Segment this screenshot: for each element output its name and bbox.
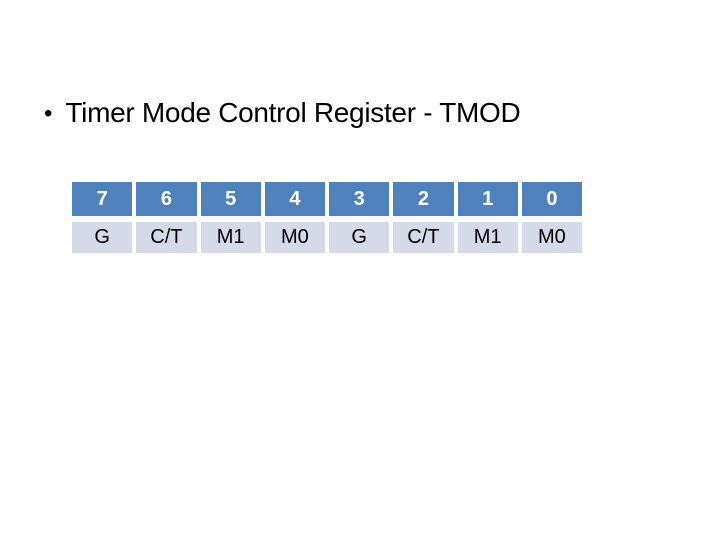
bullet-point-icon: • [44, 100, 53, 127]
bit-number-cell-2: 2 [393, 182, 454, 216]
tmod-register-table: 7 6 5 4 3 2 1 0 G C/T M1 M0 G C/T M1 M0 [72, 182, 582, 253]
bit-number-cell-6: 6 [136, 182, 197, 216]
bit-number-cell-4: 4 [264, 182, 325, 216]
bit-number-cell-7: 7 [72, 182, 133, 216]
bit-number-cell-5: 5 [200, 182, 261, 216]
bit-number-cell-1: 1 [457, 182, 518, 216]
bit-field-cell-6: C/T [136, 222, 197, 253]
bit-field-cell-2: C/T [393, 222, 454, 253]
slide-title-text: Timer Mode Control Register - TMOD [65, 97, 521, 128]
bit-field-cell-3: G [329, 222, 390, 253]
bit-number-cell-3: 3 [329, 182, 390, 216]
bit-field-cell-0: M0 [521, 222, 582, 253]
slide-title: • Timer Mode Control Register - TMOD [44, 96, 521, 130]
bit-field-cell-5: M1 [200, 222, 261, 253]
bit-number-cell-0: 0 [521, 182, 582, 216]
bit-field-cell-4: M0 [264, 222, 325, 253]
bit-field-cell-1: M1 [457, 222, 518, 253]
bit-field-cell-7: G [72, 222, 133, 253]
